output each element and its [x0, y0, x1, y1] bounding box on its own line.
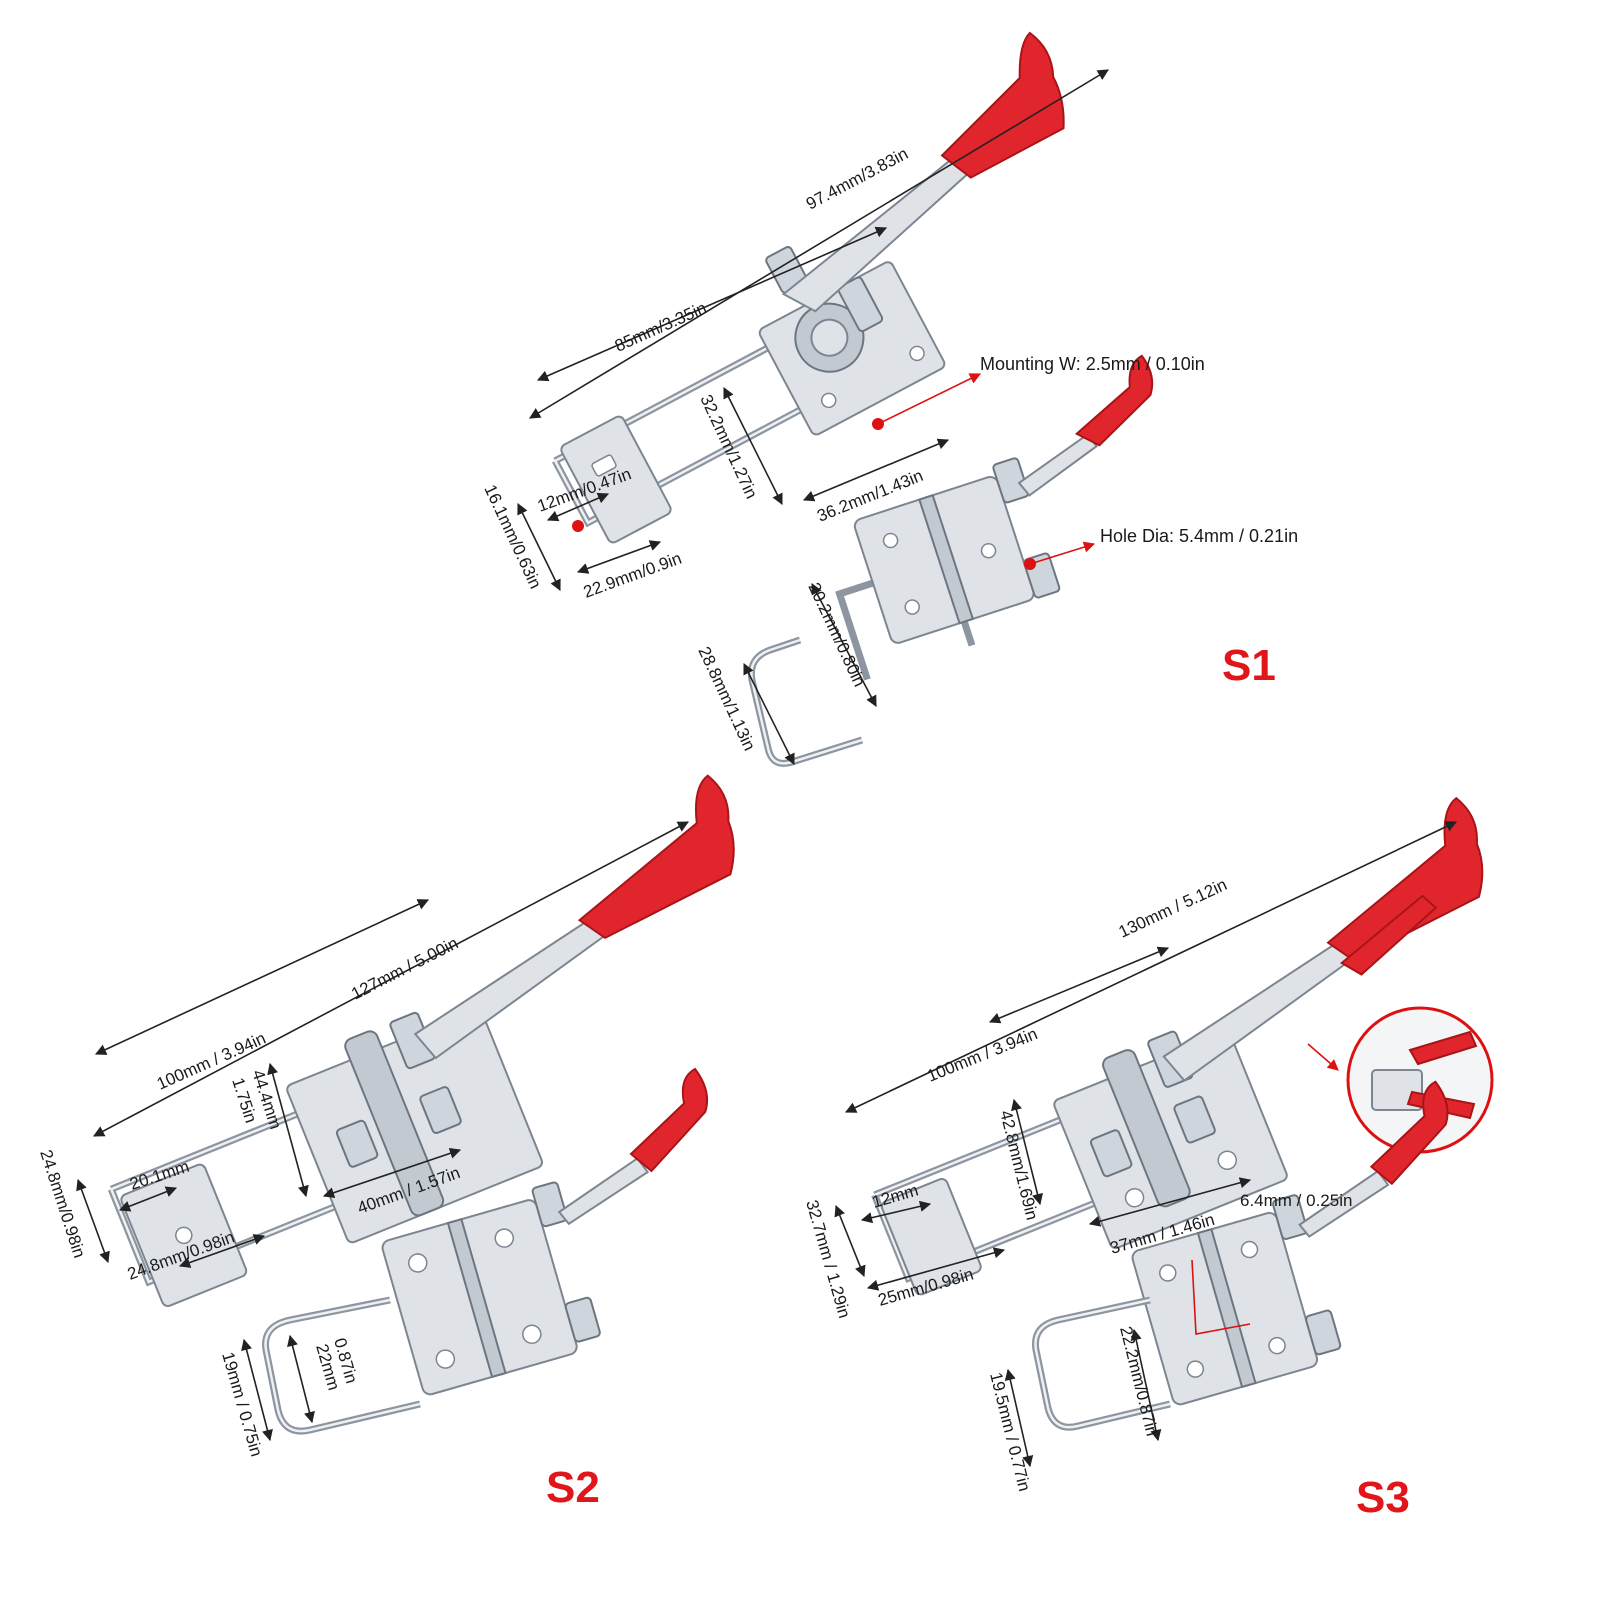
s2-dim-overall-length: 127mm / 5.00in	[348, 933, 461, 1003]
s3-dim-loop-inner: 22.2mm/0.87in	[1116, 1324, 1162, 1438]
s1-mounting-callout: Mounting W: 2.5mm / 0.10in	[980, 354, 1205, 374]
latch-s1-small	[835, 354, 1154, 681]
latch-s1: 97.4mm/3.83in 85mm/3.35in 32.2mm/1.27in …	[480, 31, 1298, 767]
latch-s3-small	[1131, 1080, 1449, 1406]
s1-dim-overall-length: 97.4mm/3.83in	[803, 144, 911, 214]
s3-dim-loop-outer: 19.5mm / 0.77in	[986, 1370, 1034, 1493]
s3-dim-keeper-height: 32.7mm / 1.29in	[802, 1198, 854, 1320]
s3-dim-base-height: 42.8mm/1.69in	[996, 1108, 1042, 1222]
s3-dim-hole-diameter: 6.4mm / 0.25in	[1240, 1191, 1352, 1210]
s1-dim-loop-outer-width: 28.8mm/1.13in	[694, 644, 759, 754]
s2-dim-loop-length: 100mm / 3.94in	[154, 1029, 269, 1094]
latch-s2: 127mm / 5.00in 100mm / 3.94in 44.4mm 1.7…	[36, 774, 735, 1512]
s1-dim-base-height: 32.2mm/1.27in	[696, 392, 761, 502]
model-label-s3: S3	[1356, 1473, 1410, 1522]
s2-dim-keeper-height: 24.8mm/0.98in	[36, 1147, 89, 1260]
s3-dim-overall-length: 130mm / 5.12in	[1116, 875, 1230, 942]
model-label-s1: S1	[1222, 641, 1276, 690]
s3-dim-loop-length: 100mm / 3.94in	[924, 1024, 1040, 1086]
s1-dim-keeper-depth: 22.9mm/0.9in	[581, 549, 684, 602]
latch-s3: 130mm / 5.12in 100mm / 3.94in 42.8mm/1.6…	[802, 796, 1494, 1522]
model-label-s2: S2	[546, 1463, 600, 1512]
s2-dim-loop-outer: 19mm / 0.75in	[218, 1350, 266, 1459]
s1-hole-callout: Hole Dia: 5.4mm / 0.21in	[1100, 526, 1298, 546]
s3-zoom-detail	[1307, 1006, 1494, 1154]
s1-dim-loop-length: 85mm/3.35in	[612, 298, 710, 355]
